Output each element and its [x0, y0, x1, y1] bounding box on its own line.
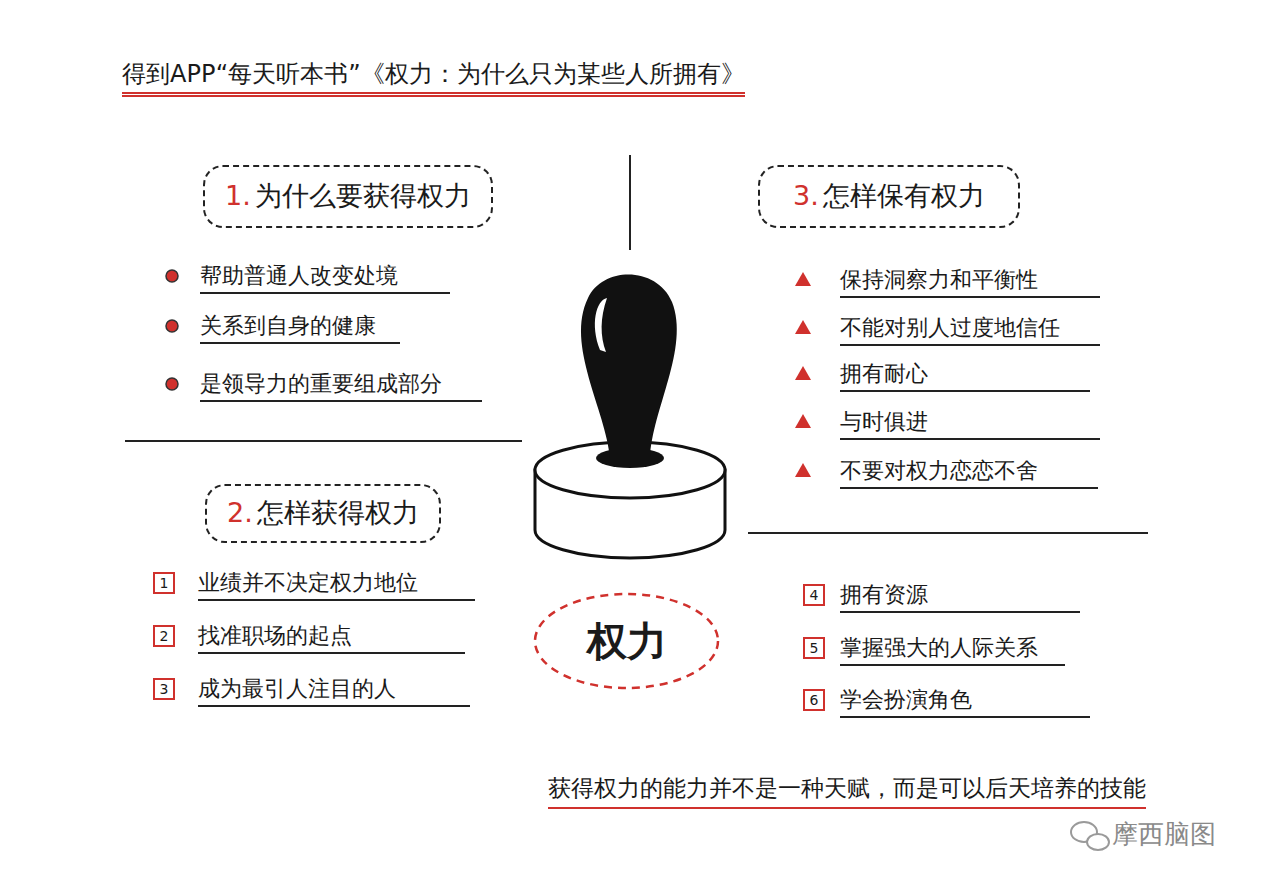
title: 得到APP“每天听本书”《权力：为什么只为某些人所拥有》 — [122, 58, 745, 97]
node-content: 3.怎样保有权力 — [793, 180, 985, 212]
node-content: 3 — [160, 681, 169, 698]
wechat-icon — [1071, 822, 1109, 850]
stamp-illustration — [535, 274, 725, 558]
callout-number: 3 — [160, 681, 169, 698]
list-item: 业绩并不决定权力地位 — [198, 569, 475, 601]
list-item: 掌握强大的人际关系 — [840, 634, 1065, 666]
bullet-triangle — [795, 366, 811, 380]
node-content: 权力 — [587, 617, 667, 665]
number-box: 6 — [803, 689, 825, 711]
bullet-triangle — [795, 414, 811, 428]
section-box: 3.怎样保有权力 — [758, 165, 1020, 228]
section-number: 3. — [793, 180, 819, 212]
divider-line — [125, 440, 522, 442]
node-content: 2.怎样获得权力 — [227, 497, 419, 529]
section-heading: 怎样保有权力 — [823, 180, 985, 212]
section-box: 1.为什么要获得权力 — [203, 165, 493, 228]
section-heading: 怎样获得权力 — [257, 497, 419, 529]
list-item: 找准职场的起点 — [198, 622, 465, 654]
number-box: 1 — [153, 572, 175, 594]
list-item: 保持洞察力和平衡性 — [840, 266, 1100, 298]
node-content: 4 — [810, 587, 819, 604]
callout-number: 5 — [810, 640, 819, 657]
callout-number: 6 — [810, 692, 819, 709]
bullet-triangle — [795, 463, 811, 477]
ellipse-outline — [535, 594, 718, 688]
list-item: 是领导力的重要组成部分 — [200, 370, 482, 402]
section-number: 2. — [227, 497, 253, 529]
bullet-triangle — [795, 272, 811, 286]
number-box: 3 — [153, 678, 175, 700]
number-box: 2 — [153, 625, 175, 647]
section-box: 2.怎样获得权力 — [205, 484, 441, 543]
icon-bubble — [1087, 834, 1109, 850]
bullet-triangle — [795, 320, 811, 334]
list-item: 关系到自身的健康 — [200, 312, 400, 344]
bullet-dot — [166, 378, 178, 390]
list-item: 不要对权力恋恋不舍 — [840, 457, 1098, 489]
node-content: 1 — [160, 575, 169, 592]
section-number: 1. — [225, 180, 251, 212]
divider-line — [748, 532, 1148, 534]
number-box: 4 — [803, 584, 825, 606]
list-item: 帮助普通人改变处境 — [200, 262, 450, 294]
bullet-dot — [166, 320, 178, 332]
bullet-dot — [166, 270, 178, 282]
node-content: 6 — [810, 692, 819, 709]
divider-line — [629, 155, 631, 250]
center-ellipse: 权力 — [533, 592, 720, 690]
list-item: 拥有耐心 — [840, 360, 1090, 392]
callout-number: 2 — [160, 628, 169, 645]
number-box: 5 — [803, 637, 825, 659]
watermark: 摩西脑图 — [1112, 820, 1216, 848]
stamp-highlight — [595, 298, 607, 352]
list-item: 学会扮演角色 — [840, 686, 1090, 718]
node-content: 5 — [810, 640, 819, 657]
list-item: 不能对别人过度地信任 — [840, 314, 1100, 346]
list-item: 成为最引人注目的人 — [198, 675, 470, 707]
center-title: 权力 — [587, 617, 667, 665]
section-heading: 为什么要获得权力 — [255, 180, 471, 212]
stamp-handle — [581, 274, 677, 458]
node-content: 2 — [160, 628, 169, 645]
callout-number: 1 — [160, 575, 169, 592]
caption: 获得权力的能力并不是一种天赋，而是可以后天培养的技能 — [548, 772, 1146, 809]
node-content: 1.为什么要获得权力 — [225, 180, 471, 212]
callout-number: 4 — [810, 587, 819, 604]
list-item: 拥有资源 — [840, 581, 1080, 613]
list-item: 与时俱进 — [840, 408, 1100, 440]
